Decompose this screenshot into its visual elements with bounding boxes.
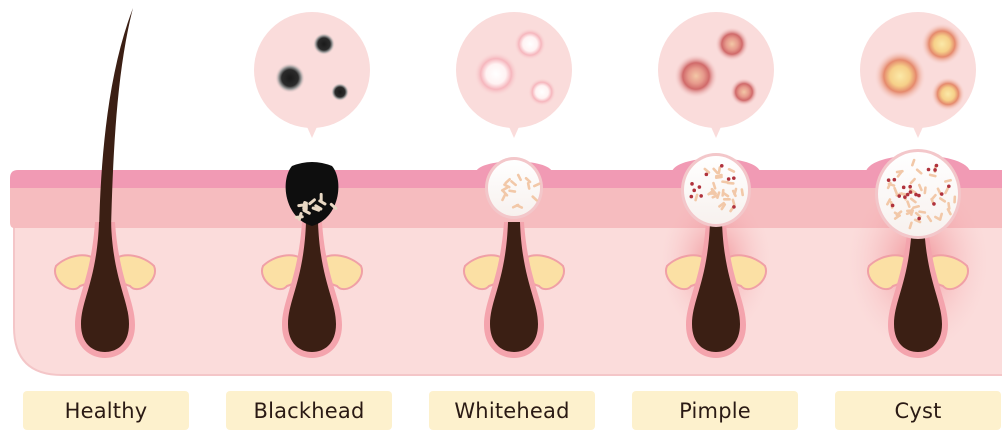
bacteria-dot — [935, 164, 939, 168]
bacteria-dot — [720, 164, 724, 168]
bacteria-dot — [933, 168, 937, 172]
label-whitehead-text: Whitehead — [454, 399, 569, 423]
bacteria-dot — [897, 194, 901, 198]
pimple-spot — [674, 54, 718, 98]
label-healthy-text: Healthy — [65, 399, 148, 423]
label-healthy: Healthy — [23, 391, 189, 430]
blackhead-spot — [313, 33, 335, 55]
bacteria-dot — [698, 185, 702, 189]
label-whitehead: Whitehead — [429, 391, 595, 430]
blackhead-spot — [275, 63, 305, 93]
bacteria-dot — [932, 202, 936, 206]
label-pimple: Pimple — [632, 391, 798, 430]
bacteria-dot — [917, 217, 921, 221]
cyst-spot — [921, 23, 963, 65]
label-blackhead-text: Blackhead — [253, 399, 364, 423]
bacteria-dot — [908, 185, 912, 189]
bacteria-dot — [891, 204, 895, 208]
bacteria-dot — [732, 205, 736, 209]
bacteria-dot — [917, 194, 921, 198]
bacteria-dot — [699, 194, 703, 198]
whitehead-spot — [514, 28, 546, 60]
pimple-spot — [730, 78, 758, 106]
zoom-bubble-cyst — [860, 12, 976, 138]
bacteria-dot — [903, 195, 907, 199]
bacteria-dot — [887, 178, 891, 182]
cyst-spot — [931, 77, 965, 111]
label-cyst: Cyst — [835, 391, 1001, 430]
bubble-circle — [254, 12, 370, 128]
bacteria-dot — [692, 189, 696, 193]
whitehead-spot — [528, 78, 556, 106]
zoom-bubble-blackhead — [254, 12, 370, 138]
label-blackhead: Blackhead — [226, 391, 392, 430]
bacteria-dot — [727, 177, 731, 181]
sebum-grain — [953, 195, 956, 203]
bacteria-dot — [909, 190, 913, 194]
zoom-bubble-whitehead — [456, 12, 572, 138]
bacteria-dot — [902, 186, 906, 190]
bacteria-dot — [947, 184, 951, 188]
bacteria-dot — [893, 178, 897, 182]
zoom-bubbles — [254, 12, 976, 138]
blackhead-spot — [331, 83, 349, 101]
bacteria-dot — [705, 173, 709, 177]
bacteria-dot — [927, 168, 931, 172]
cyst-spot — [874, 50, 926, 102]
bacteria-dot — [690, 182, 694, 186]
sebum-grain — [723, 198, 731, 201]
whitehead-spot — [474, 52, 518, 96]
bacteria-dot — [732, 176, 736, 180]
zoom-bubble-pimple — [658, 12, 774, 138]
bacteria-dot — [906, 193, 910, 197]
label-cyst-text: Cyst — [894, 399, 941, 423]
label-pimple-text: Pimple — [679, 399, 751, 423]
pimple-spot — [715, 27, 749, 61]
bacteria-dot — [940, 192, 944, 196]
bacteria-dot — [689, 195, 693, 199]
